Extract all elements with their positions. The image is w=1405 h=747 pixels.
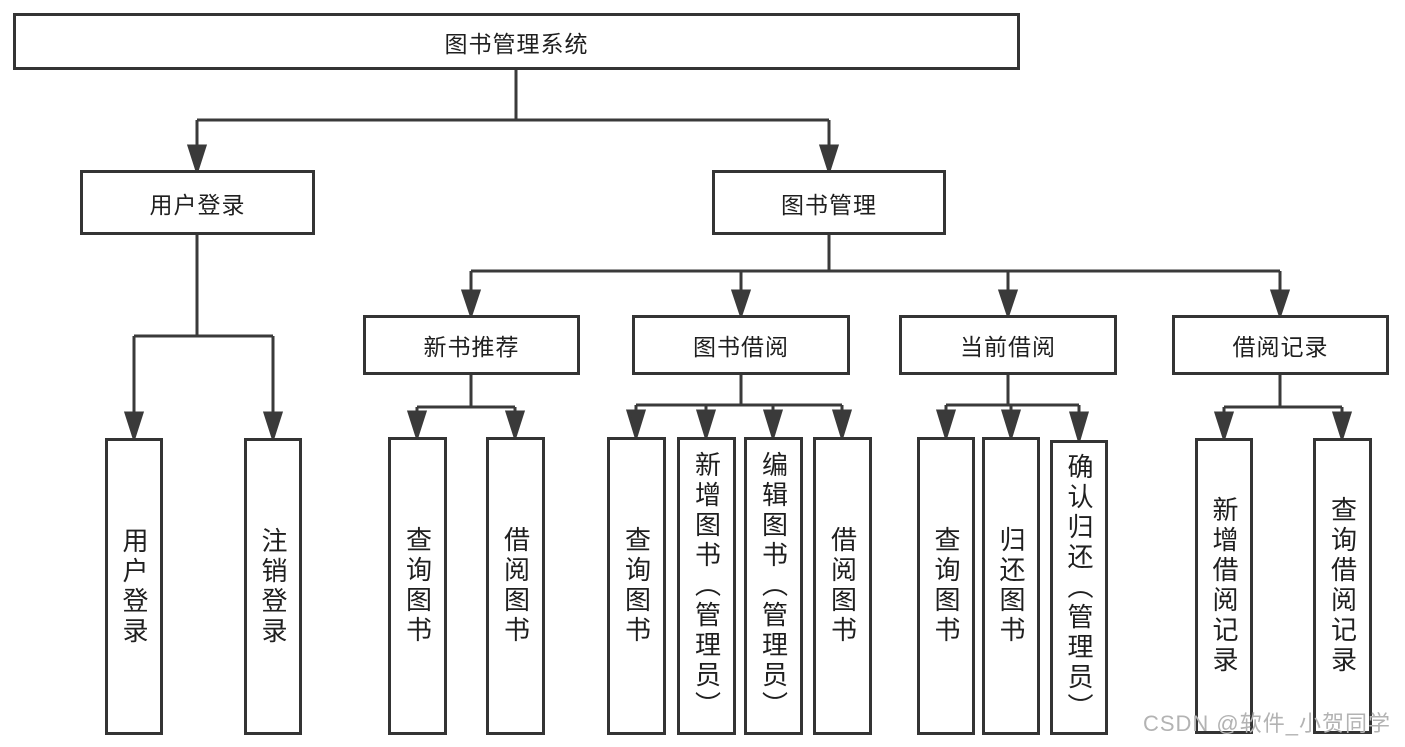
node-label: 图书管理 [781,191,877,218]
node-label: 查询借阅记录 [1327,496,1358,676]
arrowhead [1213,411,1235,443]
leaf-query-books-recommend: 查询图书 [388,437,447,735]
node-root-library-system: 图书管理系统 [13,13,1020,70]
arrowhead [1331,411,1353,443]
node-label: 当前借阅 [960,334,1056,360]
connector-book-borrow-children [625,375,853,443]
node-book-management: 图书管理 [712,170,946,235]
connector-user-login-children [123,235,284,443]
node-label: 图书借阅 [693,334,789,360]
leaf-edit-book-admin: 编辑图书（管理员） [744,437,803,735]
node-label: 查询图书 [931,526,961,646]
leaf-borrow-books-recommend: 借阅图书 [486,437,545,735]
node-label: 归还图书 [996,526,1026,646]
arrowhead [1000,409,1022,443]
leaf-add-borrow-record: 新增借阅记录 [1195,438,1253,734]
node-book-borrow: 图书借阅 [632,315,850,375]
connector-book-management-children [460,235,1291,320]
node-label: 用户登录 [149,191,246,218]
arrowhead [762,409,784,443]
arrowhead [406,410,428,442]
arrowhead [730,289,752,320]
arrowhead [695,409,717,443]
arrowhead [1068,411,1090,446]
leaf-user-login: 用户登录 [105,438,163,735]
node-label: 查询图书 [621,526,652,646]
node-label: 图书管理系统 [444,30,589,57]
node-label: 注销登录 [258,526,288,647]
arrowhead [831,409,853,443]
arrowhead [625,409,647,443]
connector-current-borrow-children [935,375,1090,446]
leaf-query-borrow-record: 查询借阅记录 [1313,438,1372,734]
connector-root-to-level2 [186,70,840,176]
arrowhead [460,289,482,320]
node-label: 借阅图书 [827,526,858,646]
csdn-watermark: CSDN @软件_小贺同学 [1142,711,1391,736]
node-label: 确认归还（管理员） [1064,452,1094,723]
node-label: 用户登录 [119,526,149,647]
arrowhead [1269,289,1291,320]
node-label: 新书推荐 [423,334,520,360]
node-new-book-recommend: 新书推荐 [363,315,580,375]
node-label: 新增借阅记录 [1209,496,1239,676]
arrowhead [504,410,526,442]
node-label: 查询图书 [402,526,433,646]
leaf-add-book-admin: 新增图书（管理员） [677,437,736,735]
leaf-borrow-books: 借阅图书 [813,437,872,735]
leaf-query-books-current: 查询图书 [917,437,975,735]
arrowhead [997,289,1019,320]
arrowhead [123,411,145,443]
leaf-query-books-borrow: 查询图书 [607,437,666,735]
leaf-confirm-return-admin: 确认归还（管理员） [1050,440,1108,735]
node-label: 新增图书（管理员） [691,451,722,721]
arrowhead [935,409,957,443]
arrowhead [186,144,208,176]
connector-borrow-record-children [1213,375,1353,443]
leaf-return-book: 归还图书 [982,437,1040,735]
connector-new-book-children [406,375,526,442]
node-current-borrow: 当前借阅 [899,315,1117,375]
node-label: 编辑图书（管理员） [758,451,789,721]
node-user-login: 用户登录 [80,170,315,235]
node-label: 借阅图书 [500,526,531,646]
node-borrow-record: 借阅记录 [1172,315,1389,375]
leaf-logout: 注销登录 [244,438,302,735]
arrowhead [818,144,840,176]
arrowhead [262,411,284,443]
node-label: 借阅记录 [1232,334,1329,360]
